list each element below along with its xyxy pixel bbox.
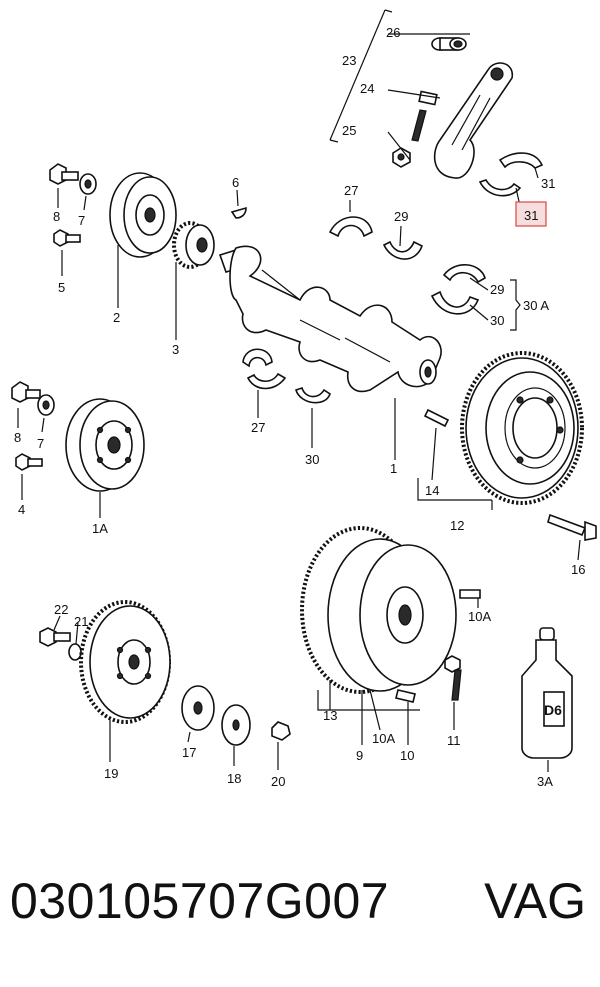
callout-8-top: 8 <box>53 209 60 224</box>
part-number: 030105707G007 <box>10 873 390 929</box>
bolt-22-washer-21 <box>39 615 82 661</box>
bolt-5 <box>53 229 81 276</box>
main-bearing-shells <box>328 200 521 331</box>
callout-9: 9 <box>356 748 363 763</box>
bolt-11 <box>444 655 462 730</box>
callout-16: 16 <box>571 562 585 577</box>
callout-10A-bottom: 10A <box>372 731 395 746</box>
callout-7-mid: 7 <box>37 436 44 451</box>
callout-1A: 1A <box>92 521 108 536</box>
callout-labels: 26 23 24 25 31 31 6 27 29 29 30 30 A 8 7… <box>14 25 585 789</box>
callout-26: 26 <box>386 25 400 40</box>
drive-plate-12 <box>417 351 584 510</box>
timing-sprocket-3 <box>172 221 215 340</box>
callout-22: 22 <box>54 602 68 617</box>
callout-3: 3 <box>172 342 179 357</box>
callout-10A-right: 10A <box>468 609 491 624</box>
connecting-rod-group <box>329 9 544 207</box>
callout-29-right: 29 <box>490 282 504 297</box>
callout-5: 5 <box>58 280 65 295</box>
bottle-label-d6: D6 <box>544 702 562 718</box>
callout-12: 12 <box>450 518 464 533</box>
callout-30-right: 30 <box>490 313 504 328</box>
callout-19: 19 <box>104 766 118 781</box>
callout-24: 24 <box>360 81 374 96</box>
connecting-rod <box>433 62 513 179</box>
spacer-17 <box>181 685 215 743</box>
callout-30A: 30 A <box>523 298 549 313</box>
callout-30-bottom: 30 <box>305 452 319 467</box>
callout-10: 10 <box>400 748 414 763</box>
callout-27-bottom: 27 <box>251 420 265 435</box>
flywheel-19 <box>79 600 171 762</box>
callout-8-mid: 8 <box>14 430 21 445</box>
callout-4: 4 <box>18 502 25 517</box>
bolt-20 <box>271 721 291 770</box>
callout-7-top: 7 <box>78 213 85 228</box>
callout-3A: 3A <box>537 774 553 789</box>
callout-13: 13 <box>323 708 337 723</box>
callout-11: 11 <box>447 733 461 748</box>
callout-25: 25 <box>342 123 356 138</box>
crankshaft <box>218 245 442 460</box>
callout-2: 2 <box>113 310 120 325</box>
bearing-shells-31 <box>478 152 544 197</box>
callout-23: 23 <box>342 53 356 68</box>
callout-21: 21 <box>74 614 88 629</box>
callout-31-highlighted: 31 <box>524 208 538 223</box>
callout-17: 17 <box>182 745 196 760</box>
bolt-8-washer-7-mid <box>11 381 55 433</box>
exploded-parts-diagram: 26 23 24 25 31 31 6 27 29 29 30 30 A 8 7… <box>11 9 597 789</box>
small-end-bushing <box>431 37 467 51</box>
highlight-box <box>515 201 547 227</box>
brand-name: VAG <box>484 873 586 929</box>
callout-6: 6 <box>232 175 239 190</box>
dowel-pins-10 <box>369 589 481 745</box>
bolt-8-washer-7-top <box>49 163 97 211</box>
callout-31-top: 31 <box>541 176 555 191</box>
footer: 030105707G007 VAG <box>0 872 600 962</box>
callout-20: 20 <box>271 774 285 789</box>
thrust-washers-lower <box>242 348 331 448</box>
shim-18 <box>221 704 251 766</box>
callout-27-top: 27 <box>344 183 358 198</box>
conrod-bolt <box>411 90 438 142</box>
flywheel-9 <box>300 526 457 745</box>
bolt-16 <box>547 513 597 561</box>
callout-18: 18 <box>227 771 241 786</box>
woodruff-key <box>230 189 247 219</box>
dowel-pin-14 <box>423 408 450 481</box>
bolt-4 <box>15 453 43 500</box>
callout-29-top: 29 <box>394 209 408 224</box>
crankshaft-pulley-2 <box>109 172 177 308</box>
vibration-damper-1A <box>65 398 145 518</box>
callout-14: 14 <box>425 483 439 498</box>
sealant-bottle-3A <box>521 627 573 772</box>
callout-1: 1 <box>390 461 397 476</box>
